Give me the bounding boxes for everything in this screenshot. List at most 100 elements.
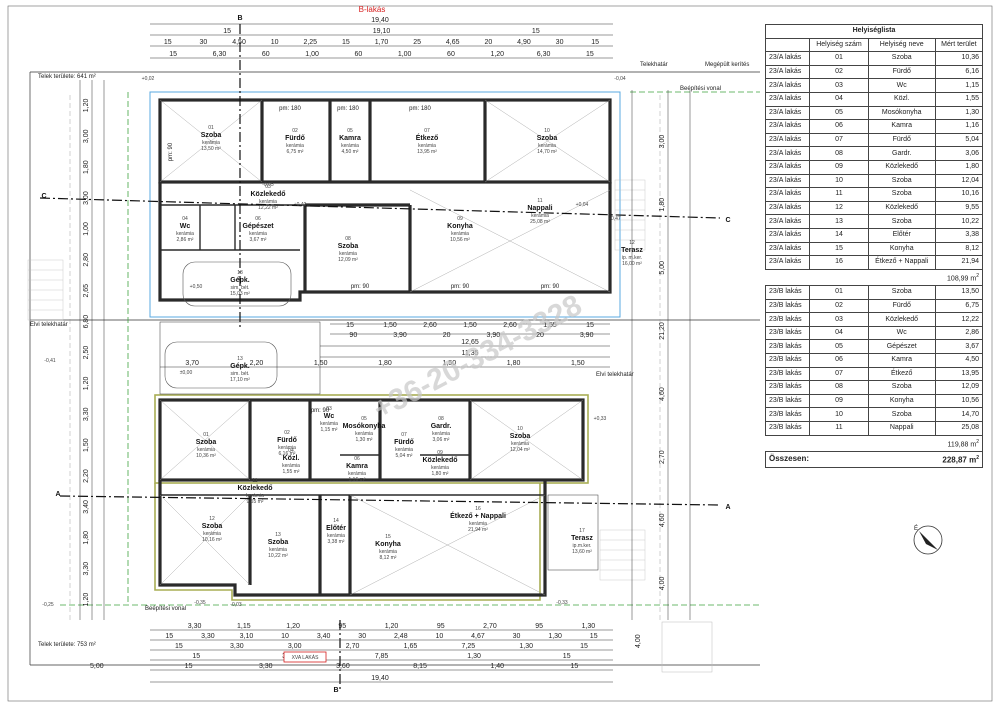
room-floor: kerámia [418, 143, 436, 149]
room-list-cell-area: 25,08 [934, 420, 984, 436]
dimension-value: 3,30 [188, 623, 202, 630]
door-label: pm: 90 [311, 408, 330, 414]
level-mark: -0,41 [44, 358, 56, 364]
room-list-cell-unit: 23/A lakás [764, 214, 811, 229]
dimension-value: 15 [346, 322, 354, 329]
dimension-value: 1,80 [83, 531, 90, 545]
room-floor: kerámia [259, 199, 277, 205]
room-floor: kerámia [531, 213, 549, 219]
room-list-cell-unit: 23/A lakás [764, 146, 811, 161]
section-mark-b-bottom: B [333, 687, 338, 694]
room-number: 04 [182, 216, 188, 222]
dimension-value: 19,10 [373, 28, 391, 35]
room-list-subtotal-a: 108,99 m2 [765, 268, 983, 287]
level-mark: +0,33 [594, 416, 607, 422]
room-list-cell-name: Nappali [867, 420, 936, 436]
dimension-value: 5,00 [659, 261, 666, 275]
room-list-cell-area: 14,70 [934, 407, 984, 422]
room-list-cell-unit: 23/B lakás [764, 407, 811, 422]
dimension-value: 15 [591, 39, 599, 46]
dimension-value: 2,50 [83, 346, 90, 360]
dimension-value: 1,20 [83, 376, 90, 390]
dimension-value: 7,85 [375, 653, 389, 660]
dimension-value: 4,00 [659, 577, 666, 591]
room-list-cell-area: 6,75 [934, 298, 984, 314]
room-list-cell-area: 3,06 [934, 146, 984, 161]
room-list-cell-name: Szoba [867, 214, 936, 229]
room-name: Konyha [447, 223, 473, 230]
level-mark: ±0,00 [180, 370, 193, 376]
room-list-cell-name: Gardr. [867, 146, 936, 161]
room-floor: kerámia [327, 533, 345, 539]
dimension-value: 15 [563, 653, 571, 660]
room-number: 04 [288, 448, 294, 454]
room-list-cell-unit: 23/B lakás [764, 352, 811, 368]
room-number: 03 [265, 184, 271, 190]
dimension-value: 1,30 [519, 643, 533, 650]
room-list-cell-unit: 23/B lakás [764, 339, 811, 354]
dimension-value: 30 [200, 39, 208, 46]
dimension-value: 1,00 [398, 51, 412, 58]
room-list-cell-area: 13,50 [934, 285, 984, 300]
dimension-value: 15 [175, 643, 183, 650]
room-number: 12 [209, 516, 215, 522]
dimension-value: 3,00 [83, 191, 90, 205]
room-list-cell-unit: 23/A lakás [764, 200, 811, 216]
dimension-value: 1,80 [507, 360, 521, 367]
room-area: 10,22 m² [268, 553, 288, 559]
room-number: 09 [457, 216, 463, 222]
room-list-table: Helyiséglista Helyiség szám Helyiség nev… [764, 24, 984, 468]
dimension-value: 1,20 [83, 593, 90, 607]
room-name: Gépk. [230, 277, 250, 284]
room-name: Étkező [416, 133, 439, 142]
room-list-cell-name: Szoba [867, 285, 936, 300]
room-list-cell-area: 5,04 [934, 132, 984, 148]
dimension-value: 10 [435, 633, 443, 640]
level-mark: +0,50 [190, 284, 203, 290]
room-list-cell-area: 1,16 [934, 119, 984, 134]
level-mark: +0,40 [294, 202, 307, 208]
room-list-cell-unit: 23/A lakás [764, 119, 811, 134]
room-list-cell-name: Gépészet [867, 339, 936, 354]
room-number: 02 [292, 128, 298, 134]
room-number: 14 [333, 518, 339, 524]
dimension-value: 30 [556, 39, 564, 46]
door-label: pm: 180 [409, 106, 431, 112]
level-mark: +0,04 [576, 202, 589, 208]
room-area: 12,09 m² [338, 257, 358, 263]
room-area: 3,38 m² [328, 539, 345, 545]
room-list-cell-name: Fürdő [867, 298, 936, 314]
dimension-value: 15 [164, 39, 172, 46]
room-list-cell-num: 11 [809, 420, 869, 436]
dimension-value: 30 [513, 633, 521, 640]
room-list-cell-unit: 23/A lakás [764, 64, 811, 80]
room-number: 13 [237, 356, 243, 362]
room-list-cell-num: 05 [809, 339, 869, 354]
room-number: 11 [252, 478, 257, 484]
room-floor: kerámia [341, 143, 359, 149]
dimension-value: 1,30 [467, 653, 481, 660]
room-number: 11 [537, 198, 542, 204]
room-name: Közl. [283, 455, 300, 462]
dimension-value: 1,30 [582, 623, 596, 630]
room-list-cell-num: 13 [809, 214, 869, 229]
dimension-value: 3,30 [230, 643, 244, 650]
red-marker-box [283, 651, 327, 663]
north-label: É [914, 525, 918, 532]
boundary-label-top: Telekhatár [640, 62, 668, 68]
room-floor: kerámia [246, 493, 264, 499]
room-list-cell-num: 07 [809, 132, 869, 148]
room-name: Gépészet [242, 223, 274, 230]
room-name: Fürdő [277, 437, 297, 444]
room-list-cell-name: Wc [867, 325, 936, 341]
dimension-value: 3,30 [83, 407, 90, 421]
